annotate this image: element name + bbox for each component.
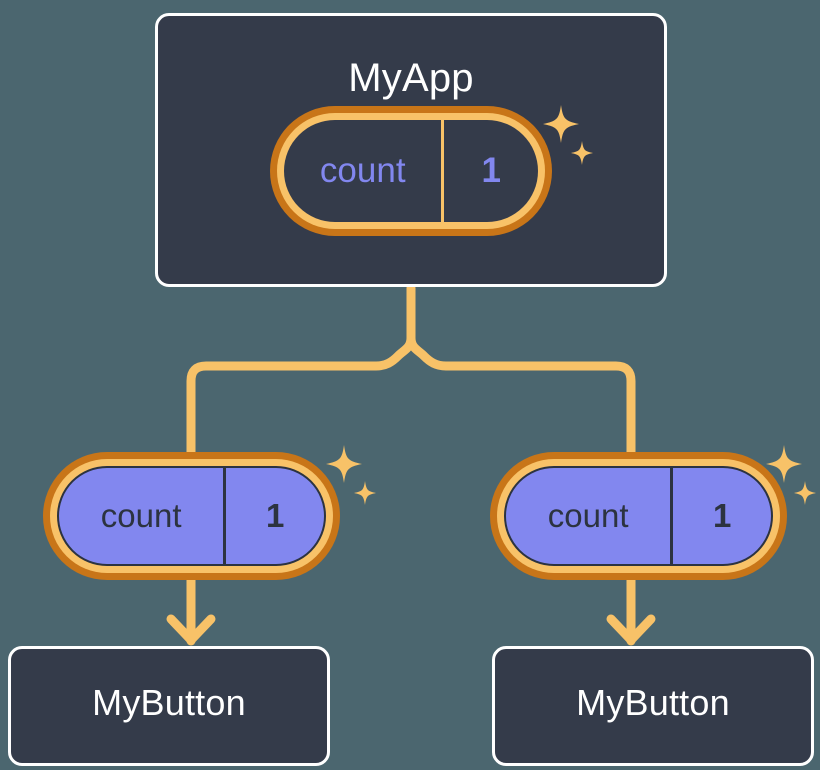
state-key-child-right: count bbox=[506, 468, 670, 564]
state-value-child-left: 1 bbox=[223, 468, 324, 564]
state-pill-ring: count 1 bbox=[277, 113, 545, 229]
state-key-label: count bbox=[547, 497, 629, 534]
state-pill-root[interactable]: count 1 bbox=[270, 106, 552, 236]
right-arrowhead-icon bbox=[606, 614, 656, 645]
state-key-child-left: count bbox=[59, 468, 223, 564]
state-value-child-right: 1 bbox=[670, 468, 771, 564]
state-key-label: count bbox=[100, 497, 182, 534]
state-pill-body: count 1 bbox=[284, 120, 538, 222]
state-pill-child-left[interactable]: count 1 bbox=[43, 452, 340, 580]
state-pill-ring: count 1 bbox=[497, 459, 780, 573]
component-box-mybutton-left[interactable]: MyButton bbox=[8, 646, 330, 766]
state-pill-body: count 1 bbox=[504, 466, 773, 566]
state-key-label: count bbox=[319, 151, 406, 190]
component-title-mybutton-right: MyButton bbox=[576, 682, 730, 723]
component-box-mybutton-right[interactable]: MyButton bbox=[492, 646, 814, 766]
state-pill-body: count 1 bbox=[57, 466, 326, 566]
root-branch-connector-right bbox=[406, 333, 636, 460]
state-value-label: 1 bbox=[265, 497, 285, 534]
state-value-label: 1 bbox=[481, 151, 501, 190]
component-title-mybutton-left: MyButton bbox=[92, 682, 246, 723]
state-key-root: count bbox=[284, 120, 441, 222]
state-value-label: 1 bbox=[712, 497, 732, 534]
left-arrowhead-icon bbox=[166, 614, 216, 645]
state-pill-ring: count 1 bbox=[50, 459, 333, 573]
component-title-myapp: MyApp bbox=[348, 56, 474, 100]
state-value-root: 1 bbox=[441, 120, 538, 222]
root-branch-connector bbox=[186, 283, 416, 460]
state-pill-child-right[interactable]: count 1 bbox=[490, 452, 787, 580]
